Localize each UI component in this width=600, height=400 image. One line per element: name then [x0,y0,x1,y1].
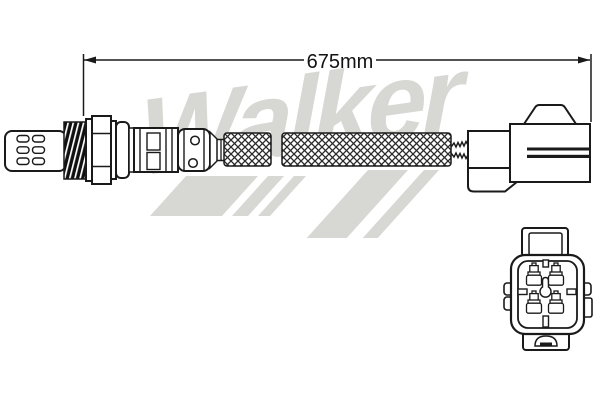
crimp-band [146,132,161,151]
grommet-flap [467,168,519,193]
sensor-tip [4,130,67,172]
spot-weld [187,157,199,169]
connector-side-view [467,104,591,193]
polarizing-rib-top [542,259,550,268]
sensor-body [115,121,226,179]
dimension-callout: 675mm [82,51,592,122]
connector-face-view [503,227,593,351]
upper-body [115,121,130,179]
braided-cable [223,132,471,167]
cable-boot [467,130,512,169]
contact-slot [527,154,590,158]
contact-slot [527,147,590,151]
dimension-label: 675mm [307,51,374,73]
bottom-tab-slot [540,342,552,346]
mounting-section [63,115,117,185]
polarizing-rib-right [566,288,577,296]
spot-weld [189,135,201,146]
arrowhead-right [578,56,590,64]
crimp-band [146,151,161,171]
tip-vent-slot [16,146,30,155]
braid-segment-2 [281,132,452,167]
braid-segment-1 [223,132,272,167]
polarizing-rib-bottom [542,315,550,328]
tip-vent-slot [31,157,46,166]
tip-vent-slot [31,146,46,155]
latch-tab [522,104,578,125]
arrowhead-left [84,56,96,64]
threaded-section [63,121,87,180]
polarizing-rib-left [517,288,528,296]
hex-nut [91,115,112,185]
tip-vent-slot [16,134,30,143]
tip-vent-slot [16,157,30,166]
tip-vent-slot [31,134,46,143]
connector-housing [509,123,591,183]
